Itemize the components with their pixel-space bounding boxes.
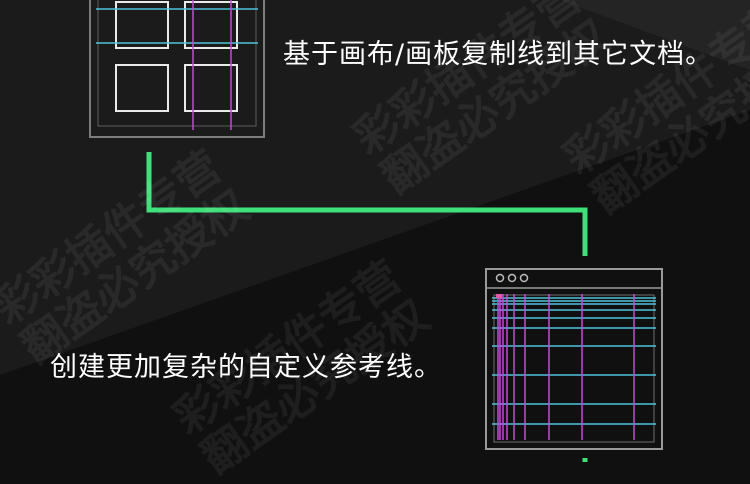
panel-bottom-left: [115, 64, 169, 112]
horizontal-guides: [492, 297, 656, 425]
caption-copy-guides: 基于画布/画板复制线到其它文档。: [283, 39, 714, 70]
panel-bottom-right: [184, 64, 238, 112]
caption-custom-guides: 创建更加复杂的自定义参考线。: [50, 352, 442, 383]
artboard-frame: [89, 0, 265, 138]
window-frame: [485, 268, 663, 450]
illustration-canvas: [0, 0, 750, 462]
background-diagonal-light: [0, 0, 750, 375]
panel-top-left: [115, 1, 169, 49]
artboard-illustration: [89, 0, 265, 138]
connector-line: [146, 152, 588, 256]
guide-origin-marker: [496, 294, 502, 298]
window-dot-2: [507, 273, 517, 283]
panel-top-right: [184, 1, 238, 49]
document-content-frame: [493, 294, 655, 443]
window-dot-3: [519, 273, 529, 283]
vertical-guides: [497, 294, 635, 440]
artboard-inner-frame: [97, 0, 257, 127]
document-window-illustration: [485, 268, 663, 450]
background-top-right-light: [560, 0, 750, 70]
window-dot-1: [495, 273, 505, 283]
